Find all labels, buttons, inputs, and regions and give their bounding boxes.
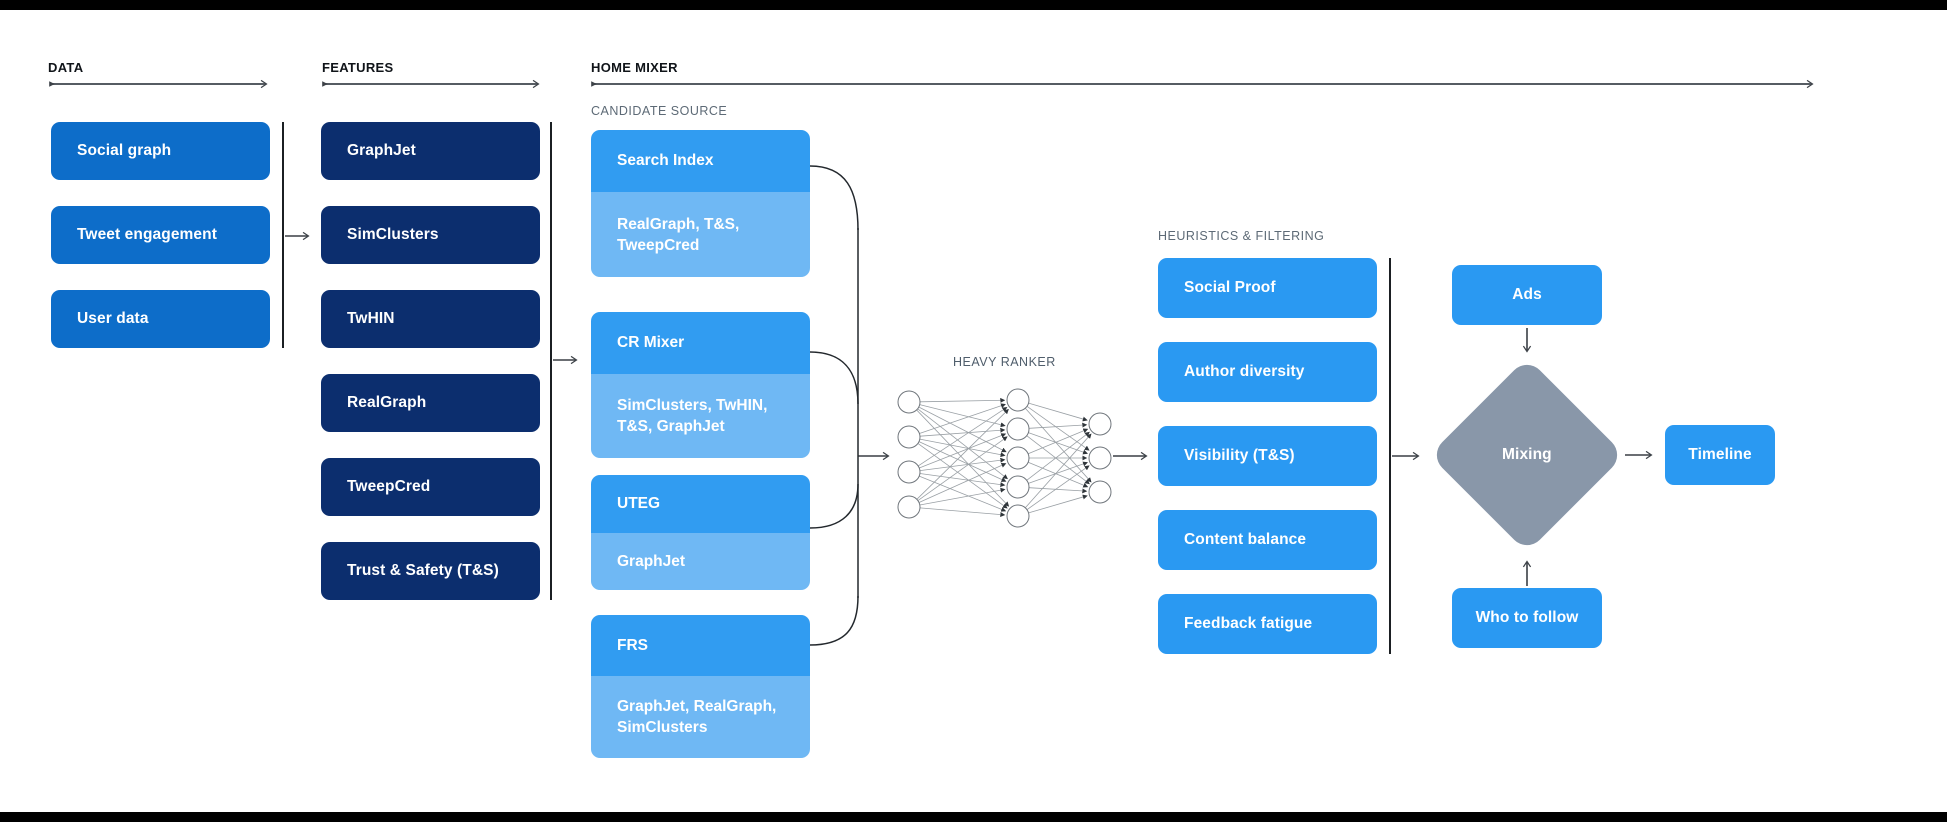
label-heuristics-filtering: HEURISTICS & FILTERING xyxy=(1158,229,1325,243)
heavy-ranker-network xyxy=(897,388,1112,528)
node-social-proof: Social Proof xyxy=(1158,258,1377,318)
candidate-name: UTEG xyxy=(591,475,810,533)
candidate-name: FRS xyxy=(591,615,810,676)
node-ads: Ads xyxy=(1452,265,1602,325)
node-user-data: User data xyxy=(51,290,270,348)
node-tweet-engagement: Tweet engagement xyxy=(51,206,270,264)
node-author-diversity: Author diversity xyxy=(1158,342,1377,402)
section-title-data: DATA xyxy=(48,60,84,75)
node-graphjet: GraphJet xyxy=(321,122,540,180)
section-title-features: FEATURES xyxy=(322,60,394,75)
node-content-balance: Content balance xyxy=(1158,510,1377,570)
section-title-home-mixer: HOME MIXER xyxy=(591,60,678,75)
label-heavy-ranker: HEAVY RANKER xyxy=(953,355,1056,369)
node-visibility-ts: Visibility (T&S) xyxy=(1158,426,1377,486)
candidate-group-uteg: UTEG GraphJet xyxy=(591,475,810,590)
candidate-sources: GraphJet, RealGraph, SimClusters xyxy=(591,676,810,758)
node-social-graph: Social graph xyxy=(51,122,270,180)
node-tweepcred: TweepCred xyxy=(321,458,540,516)
candidate-name: Search Index xyxy=(591,130,810,192)
node-twhin: TwHIN xyxy=(321,290,540,348)
candidate-merge-connectors xyxy=(809,165,859,646)
node-who-to-follow: Who to follow xyxy=(1452,588,1602,648)
node-simclusters: SimClusters xyxy=(321,206,540,264)
bottom-letterbox-bar xyxy=(0,812,1947,822)
candidate-group-search-index: Search Index RealGraph, T&S, TweepCred xyxy=(591,130,810,277)
candidate-sources: GraphJet xyxy=(591,533,810,590)
node-realgraph: RealGraph xyxy=(321,374,540,432)
candidate-sources: RealGraph, T&S, TweepCred xyxy=(591,192,810,277)
mixing-label: Mixing xyxy=(1502,446,1552,463)
node-mixing-diamond: Mixing xyxy=(1429,357,1625,553)
candidate-name: CR Mixer xyxy=(591,312,810,374)
node-feedback-fatigue: Feedback fatigue xyxy=(1158,594,1377,654)
candidate-group-frs: FRS GraphJet, RealGraph, SimClusters xyxy=(591,615,810,758)
node-timeline: Timeline xyxy=(1665,425,1775,485)
top-letterbox-bar xyxy=(0,0,1947,10)
node-trust-safety: Trust & Safety (T&S) xyxy=(321,542,540,600)
candidate-sources: SimClusters, TwHIN, T&S, GraphJet xyxy=(591,374,810,458)
label-candidate-source: CANDIDATE SOURCE xyxy=(591,104,728,118)
candidate-group-cr-mixer: CR Mixer SimClusters, TwHIN, T&S, GraphJ… xyxy=(591,312,810,458)
